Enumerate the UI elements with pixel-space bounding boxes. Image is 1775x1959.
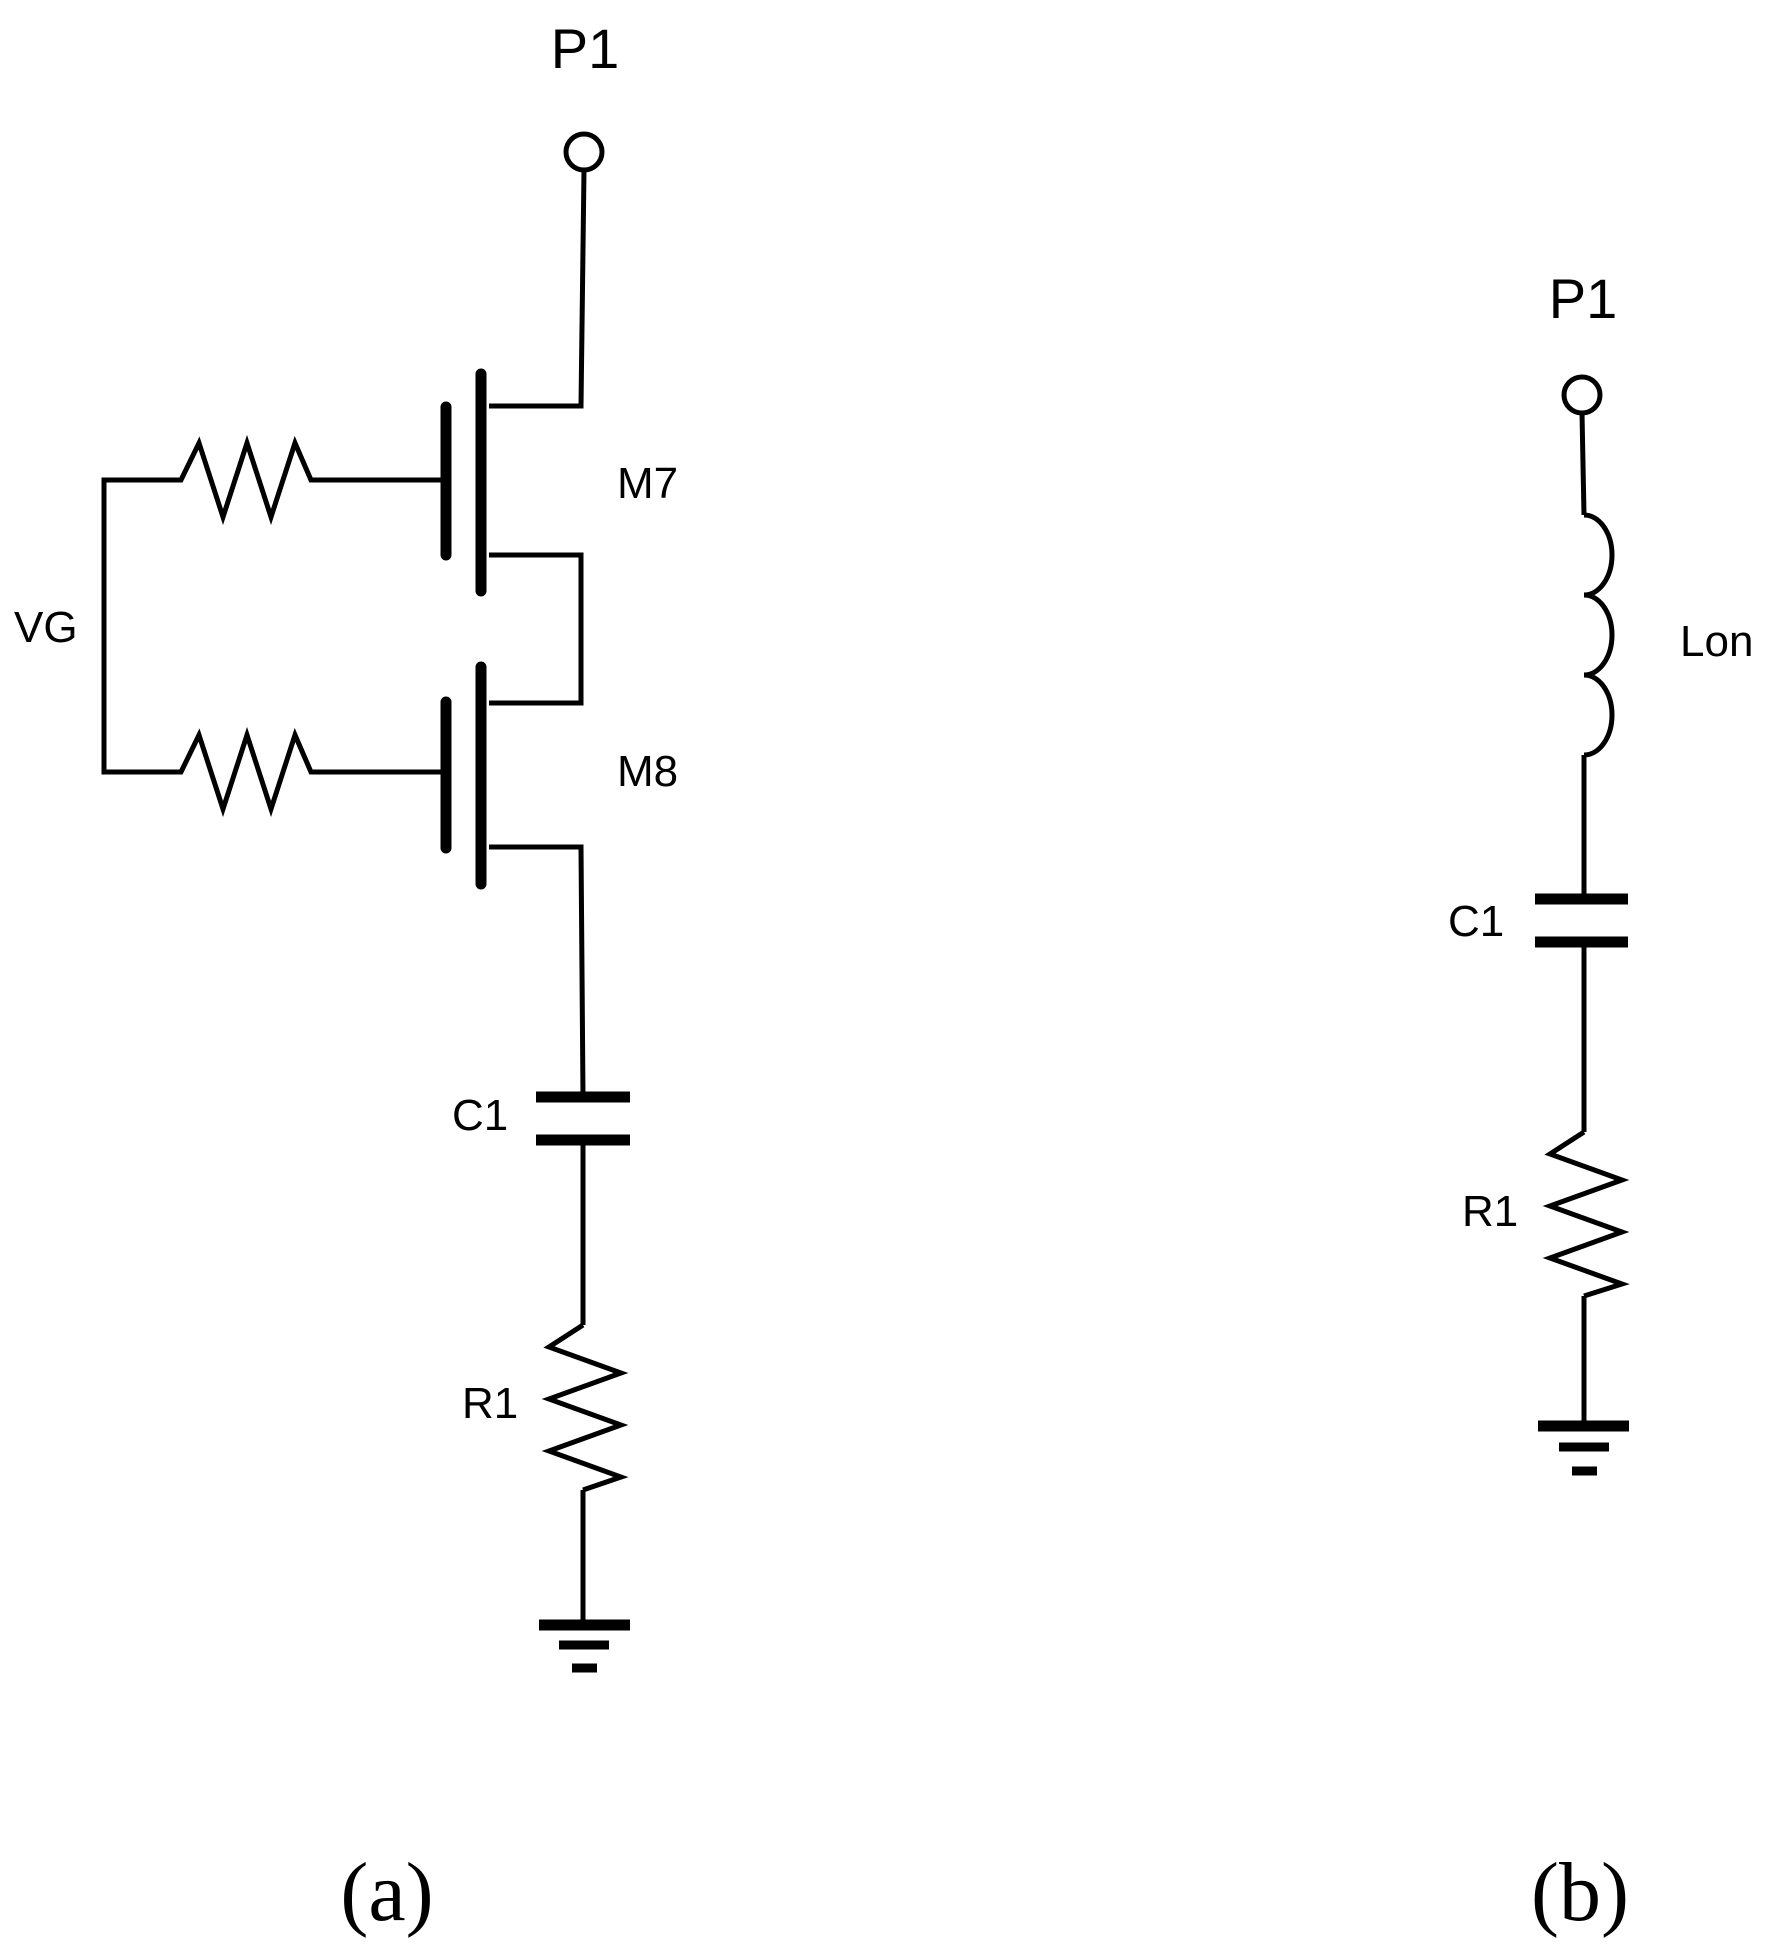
vg-label: VG xyxy=(14,603,78,652)
resistor-r1-a xyxy=(541,1322,629,1493)
inductor-lon-label: Lon xyxy=(1680,617,1753,666)
circuit-b: P1 Lon C1 R1 (b) xyxy=(1448,267,1753,1939)
m7-source-lead xyxy=(489,552,584,706)
c1-label-b: C1 xyxy=(1448,897,1504,946)
port-p1-terminal-a xyxy=(563,131,605,173)
port-p1-label-a: P1 xyxy=(551,17,620,80)
resistor-gate-m7 xyxy=(168,434,446,526)
resistor-r1-b xyxy=(1542,1129,1630,1299)
ground-symbol-b xyxy=(1538,1420,1629,1476)
inductor-lon xyxy=(1583,512,1615,758)
port-p1-terminal-b xyxy=(1561,374,1603,416)
transistor-m7 xyxy=(440,368,584,706)
ground-symbol-a xyxy=(539,1619,630,1673)
wire-p1-to-m7-drain xyxy=(489,169,587,409)
capacitor-c1-b xyxy=(1535,893,1628,948)
circuit-a: P1 M7 M8 VG C1 xyxy=(14,17,678,1939)
wire-m8-to-c1 xyxy=(489,844,586,1098)
resistor-gate-m8 xyxy=(168,726,446,818)
m7-label: M7 xyxy=(617,459,678,508)
wire-p1-to-inductor xyxy=(1579,412,1587,516)
caption-a: (a) xyxy=(340,1846,433,1939)
transistor-m8 xyxy=(440,661,487,890)
capacitor-c1-a xyxy=(536,1091,630,1146)
c1-label-a: C1 xyxy=(452,1091,508,1140)
r1-label-a: R1 xyxy=(462,1379,518,1428)
m8-label: M8 xyxy=(617,747,678,796)
caption-b: (b) xyxy=(1531,1846,1629,1939)
r1-label-b: R1 xyxy=(1462,1187,1518,1236)
port-p1-label-b: P1 xyxy=(1549,267,1618,330)
vg-bus xyxy=(101,477,168,775)
